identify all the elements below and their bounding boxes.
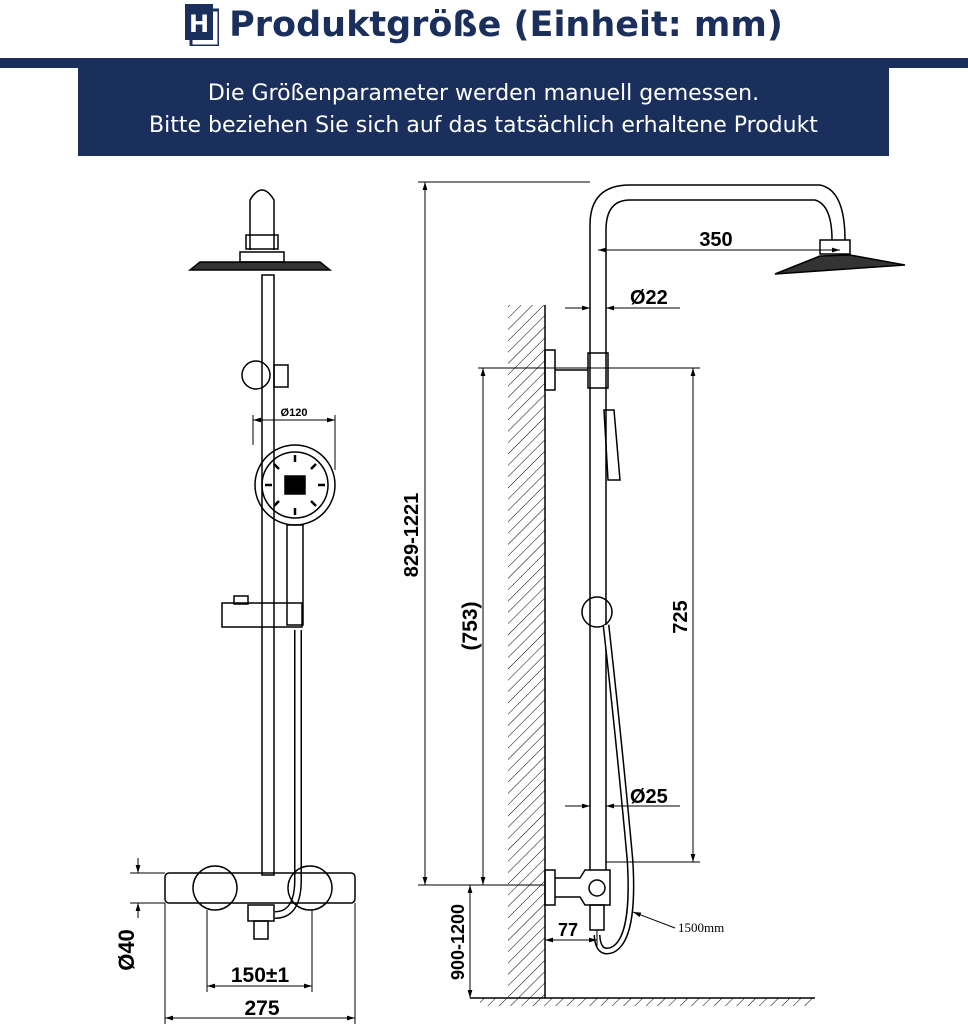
notice-box: Die Größenparameter werden manuell gemes… bbox=[78, 68, 889, 156]
handshower-diameter-label: Ø120 bbox=[281, 407, 308, 419]
side-view bbox=[418, 181, 906, 1006]
bracket-span-label: (753) bbox=[459, 601, 482, 650]
front-view bbox=[130, 189, 356, 1024]
hose-length-label: 1500mm bbox=[678, 920, 724, 935]
arm-length-label: 350 bbox=[699, 229, 732, 251]
lower-pipe-diameter-label: Ø25 bbox=[630, 786, 668, 808]
brand-logo-icon: H bbox=[185, 4, 220, 46]
svg-text:H: H bbox=[189, 10, 209, 38]
wall bbox=[508, 305, 545, 998]
mixer-width-label: 275 bbox=[244, 997, 279, 1020]
total-height-label: 829-1221 bbox=[401, 493, 423, 578]
header: H Produktgröße (Einheit: mm) bbox=[0, 4, 968, 54]
notice-line-1: Die Größenparameter werden manuell gemes… bbox=[207, 81, 760, 106]
inlet-spacing-label: 150±1 bbox=[231, 964, 290, 987]
mount-height-label: 900-1200 bbox=[448, 904, 468, 980]
slider-rail-label: 725 bbox=[670, 600, 692, 633]
pipe-diameter-label: Ø40 bbox=[114, 929, 139, 971]
page-title: Produktgröße (Einheit: mm) bbox=[229, 5, 783, 45]
wall-offset-label: 77 bbox=[558, 920, 578, 940]
header-band bbox=[0, 58, 968, 68]
notice-line-2: Bitte beziehen Sie sich auf das tatsächl… bbox=[149, 113, 818, 138]
upper-pipe-diameter-label: Ø22 bbox=[630, 287, 668, 309]
